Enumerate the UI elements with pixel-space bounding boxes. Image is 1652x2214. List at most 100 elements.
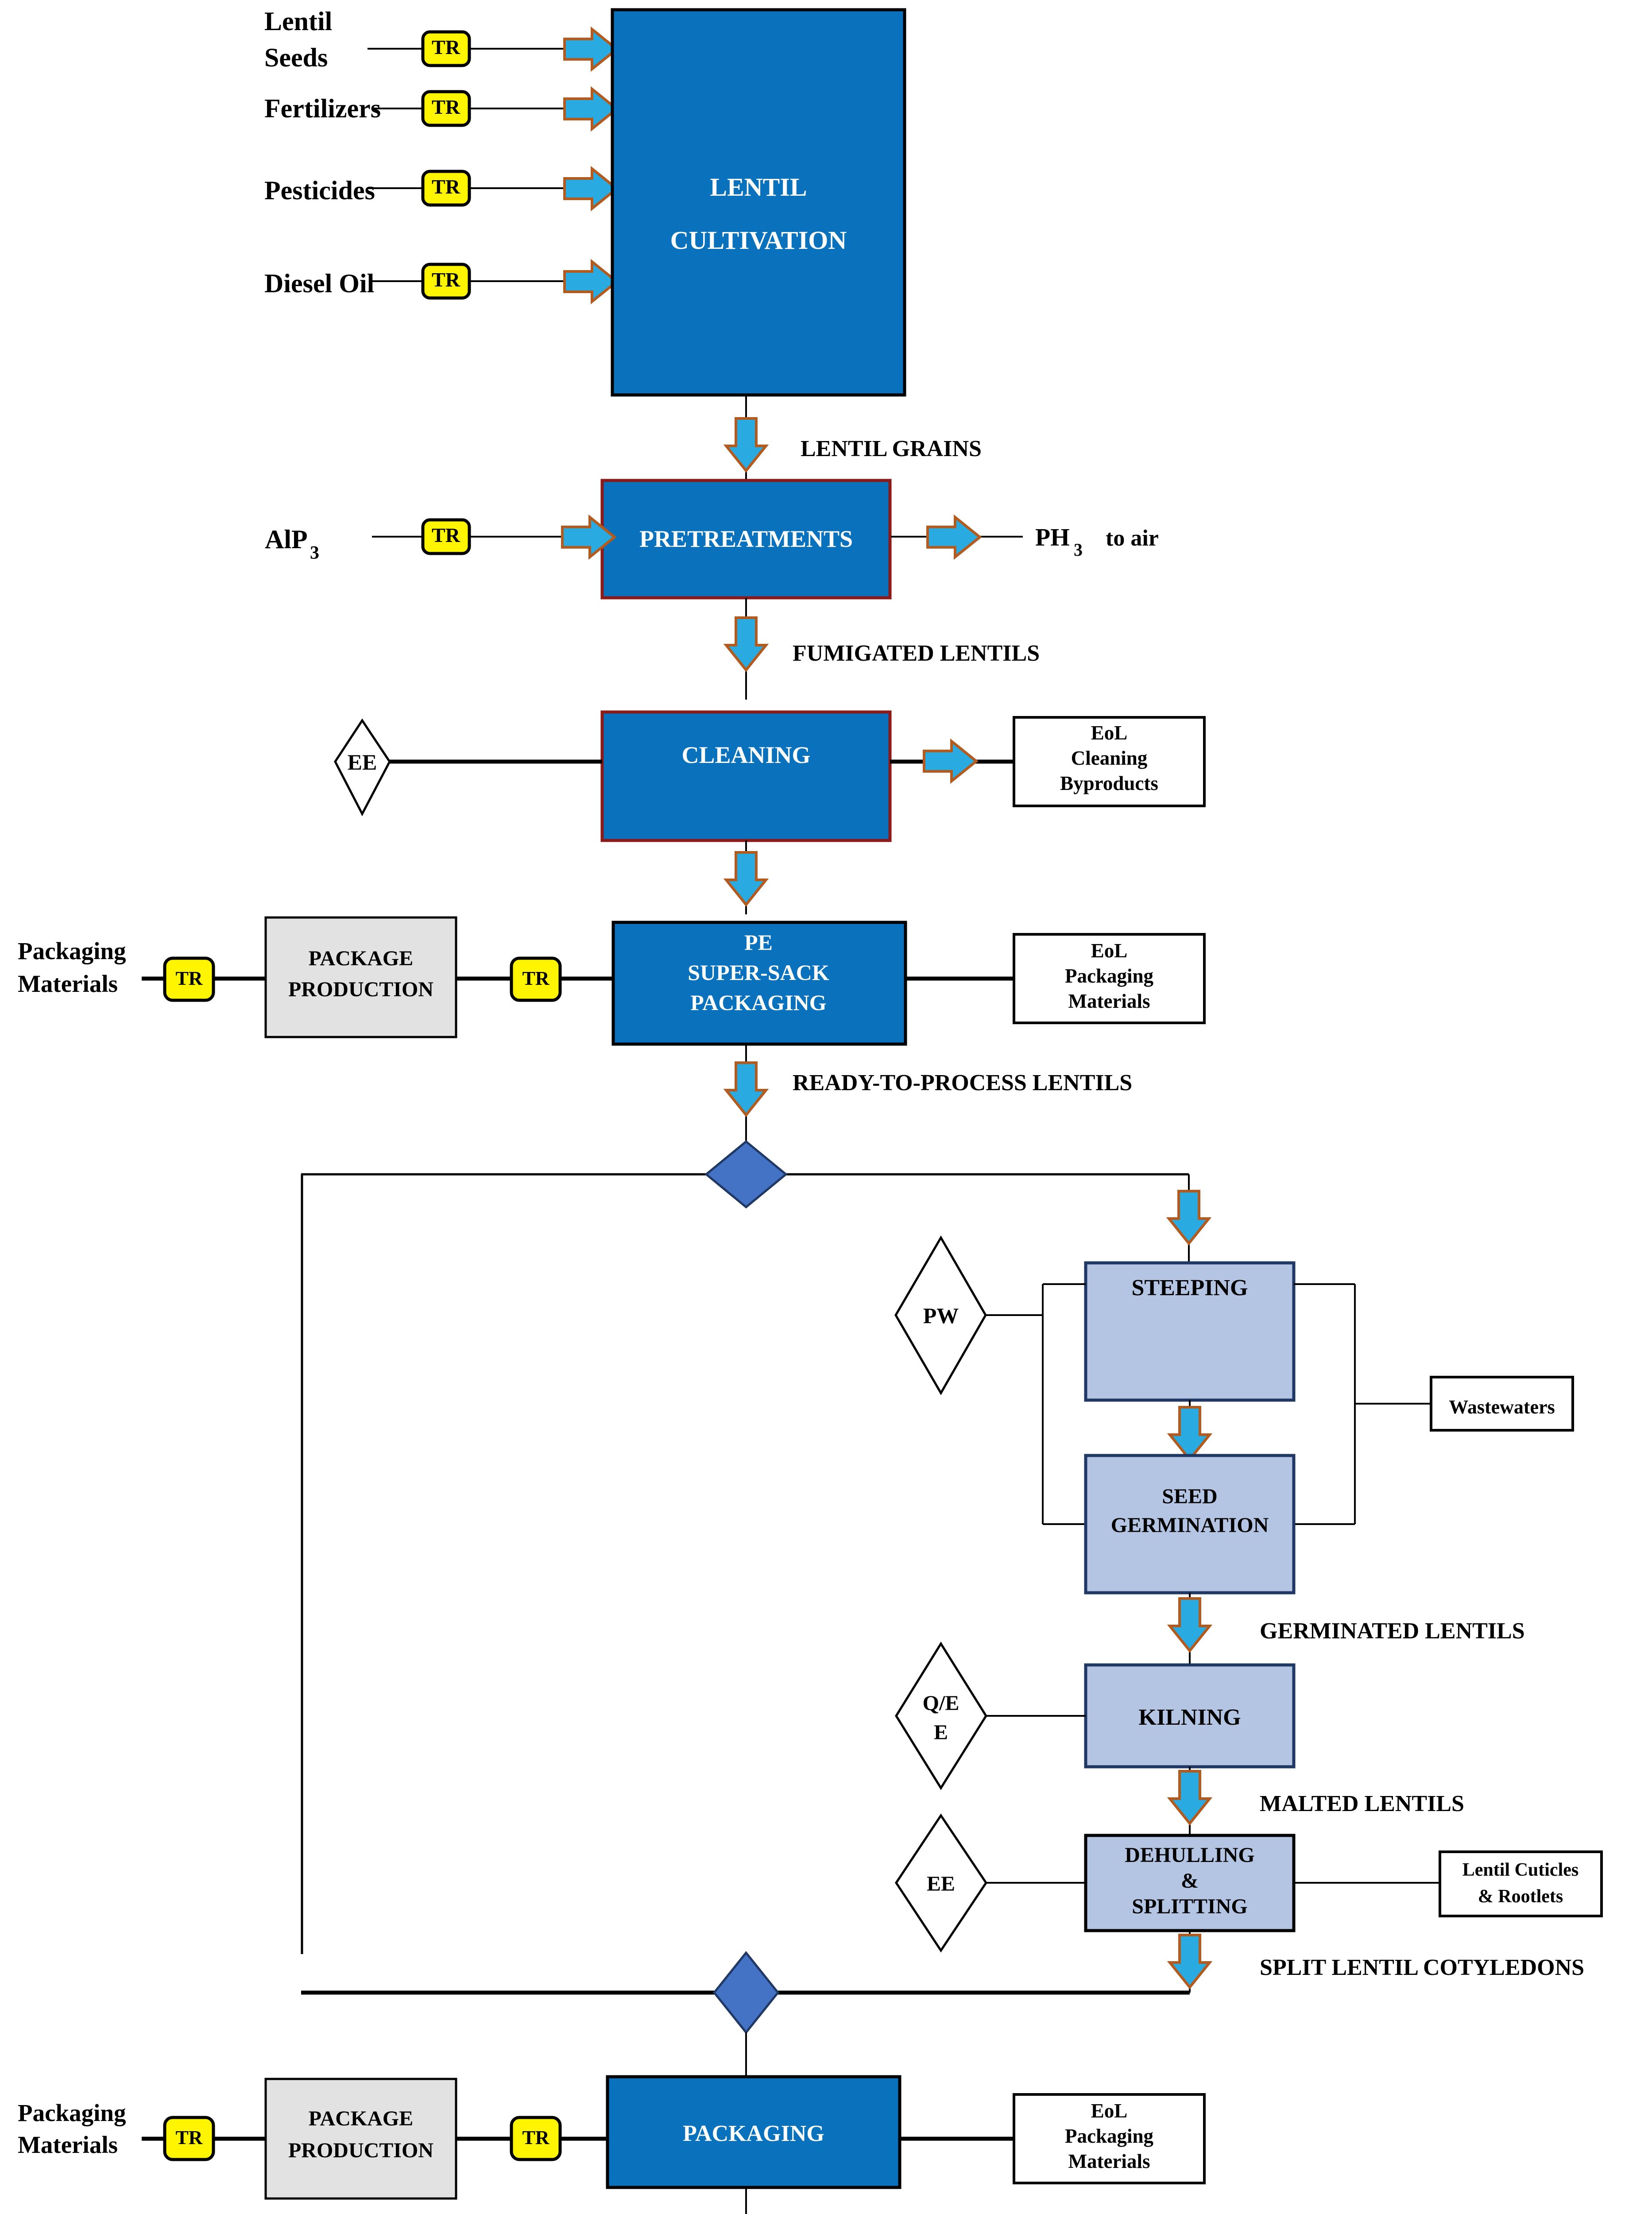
input-label-diesel-oil: Diesel Oil [264, 269, 374, 298]
stream-label-lentil-grains: LENTIL GRAINS [801, 436, 982, 461]
output-box-line2: Packaging [1065, 965, 1154, 987]
transport-box-label: TR [432, 524, 460, 546]
process-kilning[interactable]: KILNING [1084, 1663, 1296, 1769]
process-label-line1: PE [744, 930, 773, 955]
process-cleaning[interactable]: CLEANING [600, 710, 892, 842]
transport-box-packaging-top-1[interactable]: TR [163, 956, 215, 1002]
arrow-into-cultivation-4 [565, 262, 617, 302]
process-label: CLEANING [681, 742, 810, 768]
output-box-line2: & Rootlets [1478, 1886, 1563, 1907]
arrow-into-cultivation-3 [565, 169, 617, 209]
arrow-split-cotyledons [1170, 1935, 1210, 1987]
process-pe-super-sack-packaging[interactable]: PE SUPER-SACK PACKAGING [611, 921, 907, 1046]
arrow-to-packaging [726, 852, 766, 905]
output-box-eol-packaging-bottom: EoL Packaging Materials [1013, 2093, 1206, 2184]
arrow-into-cultivation-2 [565, 89, 617, 129]
arrow-to-steeping [1169, 1191, 1209, 1243]
junction-diamond-bottom [712, 1951, 780, 2035]
process-lentil-cultivation[interactable]: LENTIL CULTIVATION [611, 8, 906, 397]
output-box-label: Wastewaters [1449, 1396, 1555, 1418]
transport-box-label: TR [432, 96, 460, 118]
process-label-line2: PRODUCTION [288, 978, 433, 1001]
stream-label-germinated-lentils: GERMINATED LENTILS [1260, 1618, 1525, 1644]
emission-label-destination: to air [1106, 526, 1159, 551]
process-label: KILNING [1138, 1705, 1241, 1730]
output-box-line1: EoL [1091, 2100, 1128, 2122]
resource-diamond-label-line1: Q/E [923, 1691, 959, 1715]
stream-label-ready-to-process: READY-TO-PROCESS LENTILS [793, 1070, 1132, 1095]
transport-box-lentil-seeds[interactable]: TR [421, 30, 471, 67]
process-label-line1: PACKAGE [309, 947, 413, 970]
process-package-production-top[interactable]: PACKAGE PRODUCTION [264, 916, 457, 1038]
process-label: PRETREATMENTS [639, 526, 853, 552]
process-package-production-bottom[interactable]: PACKAGE PRODUCTION [264, 2078, 457, 2200]
emission-label-ph3-subscript: 3 [1074, 540, 1083, 560]
transport-box-packaging-top-2[interactable]: TR [510, 956, 562, 1002]
stream-label-fumigated-lentils: FUMIGATED LENTILS [793, 641, 1040, 666]
process-steeping[interactable]: STEEPING [1084, 1261, 1296, 1402]
resource-diamond-ee-cleaning[interactable]: EE [334, 718, 391, 817]
resource-diamond-ee-dehulling[interactable]: EE [895, 1813, 988, 1953]
input-label-lentil-seeds-line2: Seeds [264, 43, 328, 72]
process-label-line1: PACKAGE [309, 2107, 413, 2130]
transport-box-label: TR [522, 2127, 549, 2148]
input-label-fertilizers: Fertilizers [264, 94, 381, 123]
transport-box-label: TR [432, 36, 460, 58]
process-packaging[interactable]: PACKAGING [606, 2075, 901, 2189]
input-label-packaging-materials-top-line2: Materials [18, 970, 118, 997]
output-box-line3: Byproducts [1060, 772, 1158, 794]
arrow-fumigated-lentils [726, 618, 766, 670]
arrow-lentil-grains [726, 418, 766, 471]
process-label-line3: PACKAGING [690, 990, 826, 1015]
transport-box-packaging-bottom-2[interactable]: TR [510, 2116, 562, 2161]
output-box-line1: Lentil Cuticles [1462, 1860, 1578, 1880]
arrow-germinated-lentils [1170, 1599, 1210, 1651]
process-label-line2: PRODUCTION [288, 2139, 433, 2162]
process-label-line1: SEED [1162, 1485, 1217, 1508]
input-label-packaging-materials-top-line1: Packaging [18, 937, 126, 964]
process-label: PACKAGING [683, 2121, 824, 2146]
arrow-cleaning-byproducts [924, 741, 976, 781]
output-box-wastewaters: Wastewaters [1430, 1376, 1574, 1432]
input-label-lentil-seeds-line1: Lentil [264, 7, 332, 36]
resource-diamond-label: EE [348, 750, 377, 774]
transport-box-diesel-oil[interactable]: TR [421, 263, 471, 300]
arrow-ph3-emission [928, 517, 980, 557]
output-box-eol-cleaning-byproducts: EoL Cleaning Byproducts [1013, 716, 1206, 807]
process-label-line2: CULTIVATION [670, 226, 847, 255]
resource-diamond-qe-kilning[interactable]: Q/E E [895, 1641, 987, 1790]
process-label-line3: SPLITTING [1132, 1895, 1247, 1918]
process-seed-germination[interactable]: SEED GERMINATION [1084, 1454, 1296, 1595]
transport-box-fertilizers[interactable]: TR [421, 90, 471, 127]
resource-diamond-label-line2: E [934, 1721, 948, 1744]
process-label-line2: SUPER-SACK [688, 960, 829, 985]
output-box-lentil-cuticles-rootlets: Lentil Cuticles & Rootlets [1439, 1850, 1603, 1917]
process-pretreatments[interactable]: PRETREATMENTS [600, 479, 892, 600]
process-label: STEEPING [1132, 1275, 1248, 1301]
transport-box-pesticides[interactable]: TR [421, 170, 471, 207]
transport-box-label: TR [432, 268, 460, 291]
arrow-malted-lentils-1 [1170, 1771, 1210, 1823]
input-label-pesticides: Pesticides [264, 176, 375, 205]
stream-label-split-cotyledons: SPLIT LENTIL COTYLEDONS [1260, 1955, 1584, 1980]
junction-diamond-top [704, 1140, 788, 1209]
transport-box-packaging-bottom-1[interactable]: TR [163, 2116, 215, 2161]
arrow-ready-to-process [726, 1063, 766, 1115]
resource-diamond-pw[interactable]: PW [894, 1235, 987, 1396]
transport-box-label: TR [175, 968, 203, 989]
resource-diamond-label: PW [923, 1303, 959, 1328]
arrow-steeping-to-germination [1170, 1407, 1210, 1459]
process-dehulling-splitting[interactable]: DEHULLING & SPLITTING [1084, 1834, 1296, 1932]
arrow-into-cultivation-1 [565, 29, 617, 69]
transport-box-alp3[interactable]: TR [421, 518, 471, 555]
emission-label-ph3: PH [1035, 524, 1070, 551]
process-label-line2: & [1181, 1869, 1199, 1893]
process-label-line1: LENTIL [710, 173, 807, 201]
resource-diamond-label: EE [927, 1872, 955, 1896]
input-label-alp3: AlP [265, 525, 308, 554]
input-label-packaging-materials-bottom-line1: Packaging [18, 2099, 126, 2126]
output-box-eol-packaging-top: EoL Packaging Materials [1013, 933, 1206, 1024]
input-label-alp3-subscript: 3 [310, 543, 319, 563]
